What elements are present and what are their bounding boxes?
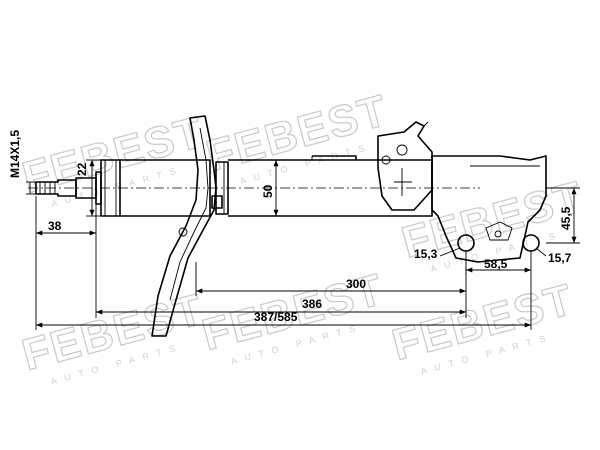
- brake-clip: [312, 155, 357, 160]
- dimension-lines: M14X1,5 22 38 50 45,5 15,3 15,7 58,5: [8, 130, 580, 330]
- dim-body-diameter: 50: [261, 184, 275, 198]
- dim-bracket-height: 45,5: [559, 206, 573, 230]
- hose-bracket: [377, 121, 433, 211]
- knuckle-bracket: [431, 155, 547, 263]
- dim-thread: M14X1,5: [8, 130, 22, 178]
- spring-seat: [151, 115, 223, 337]
- top-nut: [75, 159, 121, 217]
- dim-left-hole: 15,3: [414, 247, 438, 261]
- dim-mount-height: 22: [75, 162, 89, 176]
- dim-length-300: 300: [346, 277, 366, 291]
- dim-right-hole: 15,7: [548, 251, 572, 265]
- strut-assembly: [28, 115, 547, 337]
- dim-rod-length: 38: [48, 219, 62, 233]
- upper-tube: [120, 159, 211, 217]
- dim-length-387-585: 387/585: [254, 310, 298, 324]
- watermark-group: FEBEST AUTO PARTS FEBEST AUTO PARTS FEBE…: [17, 85, 590, 386]
- dim-length-386: 386: [302, 297, 322, 311]
- dim-hole-spacing: 58,5: [484, 257, 508, 271]
